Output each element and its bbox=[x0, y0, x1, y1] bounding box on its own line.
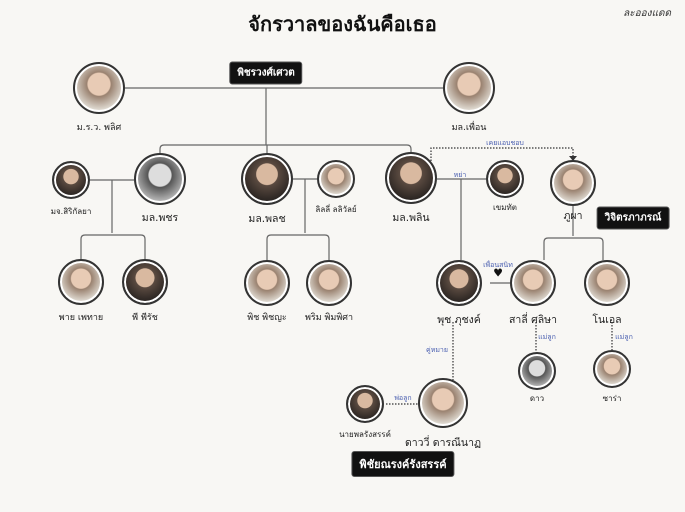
avatar-dao bbox=[518, 352, 556, 390]
avatar-pee bbox=[122, 259, 168, 305]
person-name: พาย เพทาย bbox=[58, 313, 104, 323]
avatar-lily bbox=[317, 160, 355, 198]
avatar-noel bbox=[584, 260, 630, 306]
person-name: มล.เพื่อน bbox=[451, 123, 487, 133]
person-name: มล.พลิน bbox=[392, 212, 430, 224]
person-name: ภูผา bbox=[563, 210, 583, 222]
page-title: จักรวาลของฉันคือเธอ bbox=[248, 12, 437, 36]
avatar-phupha bbox=[550, 160, 596, 206]
relation-label-best-friend: เพื่อนสนิท bbox=[483, 261, 513, 269]
brand-logo: ละอองแดด bbox=[623, 8, 671, 19]
person-name: มจ.สิริกัลยา bbox=[50, 207, 92, 216]
avatar-patchara bbox=[134, 153, 186, 205]
person-name: ลิลลี่ ลลิวัลย์ bbox=[315, 205, 357, 214]
person-name: มล.พลช bbox=[248, 213, 286, 225]
person-name: พุช ภุชงค์ bbox=[437, 314, 481, 326]
person-name: ดาว bbox=[529, 394, 545, 403]
avatar-khemmatat bbox=[486, 160, 524, 198]
avatar-ponrangsan bbox=[346, 385, 384, 423]
person-name: เขมทัต bbox=[493, 203, 517, 212]
relation-label-mother-child: แม่ลูก bbox=[538, 333, 556, 341]
avatar-salee bbox=[510, 260, 556, 306]
person-name: พี พีรัช bbox=[132, 313, 158, 323]
person-name: พิช พิชญะ bbox=[247, 313, 287, 323]
family-badge-top: พิชรวงศ์เศวต bbox=[229, 61, 303, 85]
person-name: นายพลรังสรรค์ bbox=[339, 430, 391, 439]
family-badge-bottom: พิชัยณรงค์รังสรรค์ bbox=[351, 451, 455, 477]
avatar-grandfather bbox=[73, 62, 125, 114]
avatar-put bbox=[436, 260, 482, 306]
person-name: โนเอล bbox=[592, 314, 622, 326]
avatar-sirikanya bbox=[52, 161, 90, 199]
person-name: ม.ร.ว. พลิศ bbox=[76, 123, 122, 133]
avatar-daowee bbox=[418, 378, 468, 428]
avatar-grandmother bbox=[443, 62, 495, 114]
heart-icon: ♥ bbox=[493, 266, 503, 280]
person-name: สาลี่ ศลิษา bbox=[509, 314, 557, 326]
arrow-head-icon bbox=[569, 156, 577, 161]
family-badge-right: วิจิตรภาภรณ์ bbox=[596, 206, 670, 230]
avatar-palach bbox=[241, 153, 293, 205]
person-name: ซาร่า bbox=[602, 394, 622, 403]
person-name: พริม พิมพิศา bbox=[304, 313, 354, 323]
relation-label-father-child: พ่อลูก bbox=[394, 394, 412, 402]
person-name: ดาววี่ ดารณีนาฏ bbox=[404, 437, 482, 449]
avatar-pit bbox=[244, 260, 290, 306]
avatar-plin bbox=[385, 152, 437, 204]
avatar-pai bbox=[58, 259, 104, 305]
relation-label-fiance: คู่หมาย bbox=[426, 346, 448, 354]
relation-label-divorced: หย่า bbox=[453, 171, 467, 179]
relation-label-mother-child: แม่ลูก bbox=[615, 333, 633, 341]
avatar-prim bbox=[306, 260, 352, 306]
relation-label-crush: เคยแอบชอบ bbox=[486, 139, 524, 147]
avatar-sara bbox=[593, 350, 631, 388]
person-name: มล.พชร bbox=[141, 212, 179, 224]
